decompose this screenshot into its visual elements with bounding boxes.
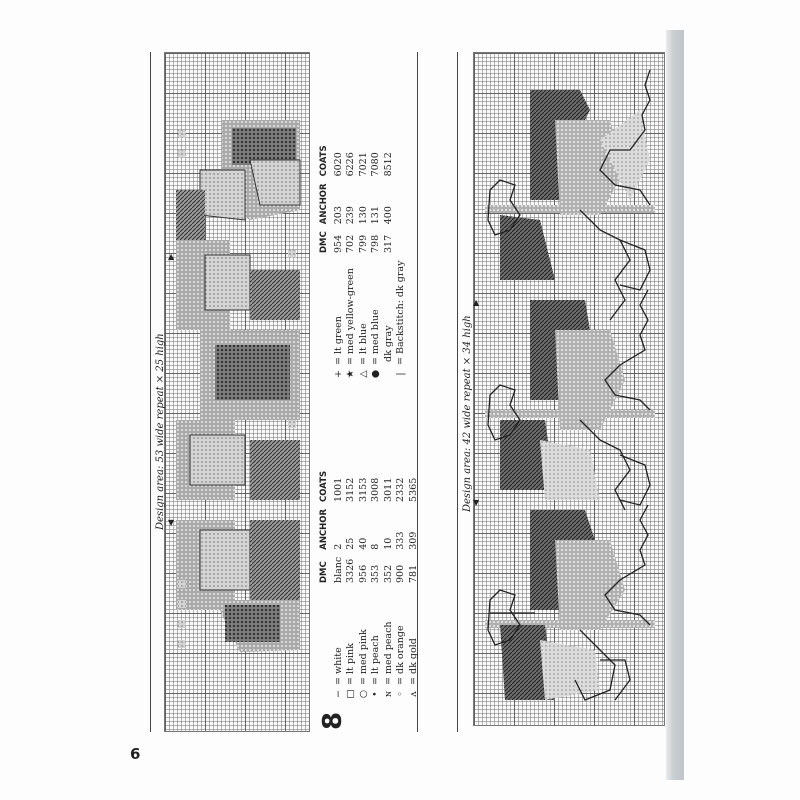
left-motif-2 bbox=[176, 240, 300, 330]
right-motif-3 bbox=[485, 510, 655, 700]
left-flower-clusters bbox=[178, 130, 296, 648]
right-repeat-arrow-top: ▲ bbox=[473, 298, 480, 307]
left-margin-rule bbox=[150, 52, 151, 732]
left-motif-1 bbox=[176, 120, 301, 240]
center-rule bbox=[417, 52, 418, 732]
right-section-rule bbox=[457, 52, 458, 732]
page-number: 6 bbox=[130, 745, 141, 763]
right-motif-1 bbox=[485, 90, 655, 280]
page-edge-shadow bbox=[666, 30, 684, 780]
left-motif-3 bbox=[176, 330, 300, 500]
right-repeat-arrow-bottom: ▼ bbox=[473, 498, 480, 507]
right-design-area-caption: Design area: 42 wide repeat × 34 high bbox=[462, 315, 473, 512]
left-motif-4 bbox=[176, 520, 300, 652]
right-motif-2 bbox=[485, 300, 655, 500]
right-backstitch-outlines bbox=[487, 69, 651, 701]
left-repeat-arrow-bottom: ▼ bbox=[168, 518, 175, 527]
left-repeat-arrow-top: ▲ bbox=[168, 252, 175, 261]
